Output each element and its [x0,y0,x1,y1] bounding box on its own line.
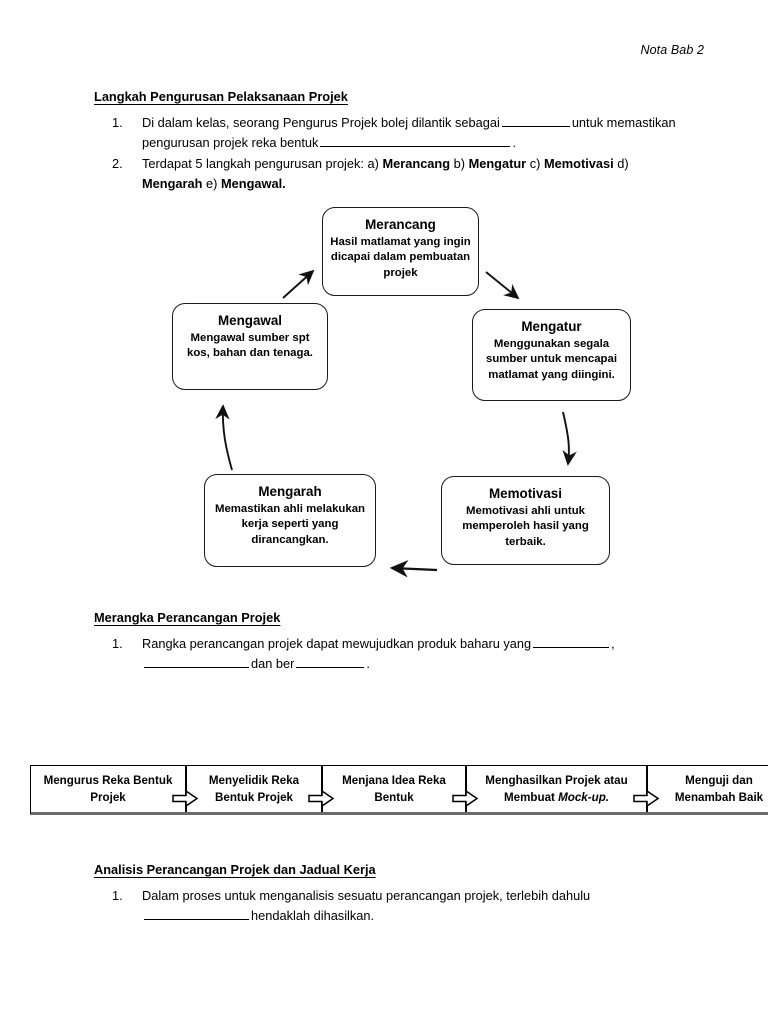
list-text-part-b: , [611,636,615,651]
node-body: Hasil matlamat yang ingin dicapai dalam … [330,236,471,279]
option-label-d: d) [617,156,629,171]
fill-blank [501,115,570,127]
option-label-a: a) [367,156,379,171]
list-marker: 1. [112,115,123,130]
list-text-part-a: Di dalam kelas, seorang Pengurus Projek … [142,115,500,130]
option-value-mengawal: Mengawal. [220,176,286,191]
node-body: Menggunakan segala sumber untuk mencapai… [485,338,618,381]
chain-step-line2-italic: Mock-up. [558,791,609,804]
chain-step-line2: Bentuk [374,791,414,804]
node-title: Mengawal [218,313,282,328]
chain-step-line1: Menyelidik Reka [208,774,300,787]
option-value-memotivasi: Memotivasi [543,156,614,171]
list-text-part-a: Rangka perancangan projek dapat mewujudk… [142,636,532,651]
node-body: Memastikan ahli melakukan kerja seperti … [214,503,366,546]
list-item: 1. Di dalam kelas, seorang Pengurus Proj… [112,113,692,153]
option-label-c: c) [529,156,541,171]
numbered-list-section-3: 1. Dalam proses untuk menganalisis sesua… [112,886,692,927]
node-title: Mengarah [258,484,322,499]
diagram-node-mengawal: Mengawal Mengawal sumber spt kos, bahan … [172,303,328,390]
option-value-mengatur: Mengatur [468,156,527,171]
list-text-part-c: . [512,135,516,150]
node-title: Mengatur [521,319,582,334]
node-title: Merancang [365,217,436,232]
list-marker: 1. [112,636,123,651]
diagram-node-merancang: Merancang Hasil matlamat yang ingin dica… [322,207,479,296]
list-marker: 1. [112,888,123,903]
list-text-part-b: untuk memastikan pengurusan projek reka … [142,115,676,150]
list-text-part-c: dan ber [251,656,295,671]
fill-blank [144,908,249,920]
header-note: Nota Bab 2 [640,43,704,57]
node-body: Memotivasi ahli untuk memperoleh hasil y… [462,505,589,548]
chain-step-line1: Menguji dan [685,774,753,787]
chain-step-line2-pre: Membuat [504,791,559,804]
fill-blank [144,656,249,668]
list-item-text: Di dalam kelas, seorang Pengurus Projek … [142,113,692,153]
chain-step-line2: Menambah Baik [674,791,764,804]
option-value-merancang: Merancang [382,156,451,171]
node-title: Memotivasi [489,486,562,501]
chain-step-line2: Bentuk Projek [215,791,293,804]
list-item: 2. Terdapat 5 langkah pengurusan projek:… [112,154,692,194]
option-label-e: e) [206,176,218,191]
list-item-text: Dalam proses untuk menganalisis sesuatu … [142,886,692,926]
numbered-list-section-1: 1. Di dalam kelas, seorang Pengurus Proj… [112,113,692,195]
chain-step-line2: Projek [90,791,126,804]
chain-step-line1: Mengurus Reka Bentuk [43,774,173,787]
option-value-mengarah: Mengarah [142,176,203,191]
list-marker: 2. [112,156,123,171]
section-heading-analisis-perancangan: Analisis Perancangan Projek dan Jadual K… [94,862,376,877]
chain-step-line1: Menghasilkan Projek atau [485,774,628,787]
diagram-node-mengarah: Mengarah Memastikan ahli melakukan kerja… [204,474,376,567]
list-text-lead: Terdapat 5 langkah pengurusan projek: [142,156,364,171]
fill-blank [533,636,610,648]
list-item: 1. Rangka perancangan projek dapat mewuj… [112,634,692,674]
option-label-b: b) [453,156,466,171]
fill-blank [320,135,511,147]
list-item: 1. Dalam proses untuk menganalisis sesua… [112,886,692,926]
arrow-mengatur-to-memotivasi [562,411,577,466]
list-item-text: Terdapat 5 langkah pengurusan projek: a)… [142,154,692,194]
list-item-text: Rangka perancangan projek dapat mewujudk… [142,634,692,674]
list-text-part-b: hendaklah dihasilkan. [251,908,375,923]
diagram-node-memotivasi: Memotivasi Memotivasi ahli untuk mempero… [441,476,610,565]
numbered-list-section-2: 1. Rangka perancangan projek dapat mewuj… [112,634,692,675]
list-text-part-a: Dalam proses untuk menganalisis sesuatu … [142,888,591,903]
section-heading-merangka-perancangan: Merangka Perancangan Projek [94,610,281,625]
fill-blank [296,656,365,668]
diagram-node-mengatur: Mengatur Menggunakan segala sumber untuk… [472,309,631,401]
arrow-merancang-to-mengatur [485,271,520,300]
arrow-memotivasi-to-mengarah [389,559,438,578]
arrow-mengawal-to-merancang [282,269,315,299]
list-text-part-d: . [366,656,370,671]
section-heading-langkah-pengurusan: Langkah Pengurusan Pelaksanaan Projek [94,89,348,104]
arrow-mengarah-to-mengawal [215,404,233,471]
chain-step-line1: Menjana Idea Reka [342,774,446,787]
node-body: Mengawal sumber spt kos, bahan dan tenag… [187,332,313,360]
